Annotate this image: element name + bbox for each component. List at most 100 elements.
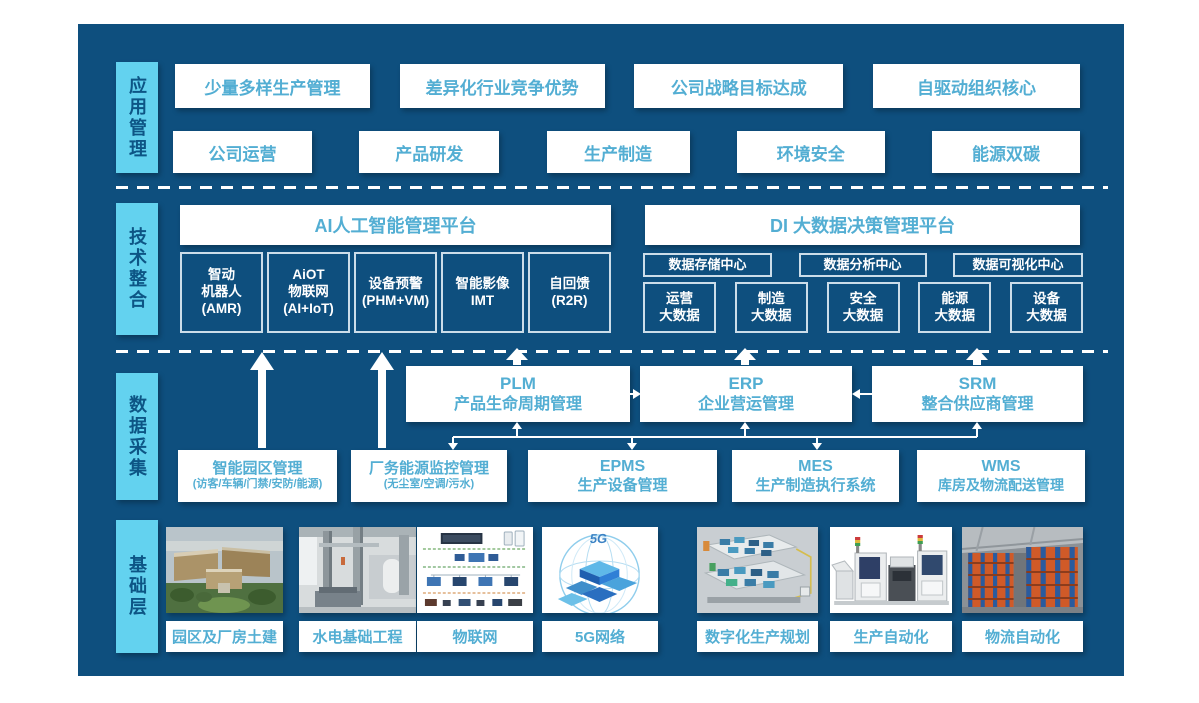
layer-label-base: 基础层 [116, 520, 158, 653]
campus-aerial-photo [166, 527, 283, 613]
di-centers-row: 数据存储中心 数据分析中心 数据可视化中心 [643, 253, 1083, 277]
system-name: 整合供应商管理 [921, 395, 1034, 413]
ai-module-line: 设备预警 [368, 275, 423, 291]
ai-module-line: (R2R) [551, 292, 588, 308]
di-bigdata-box: 安全 大数据 [826, 282, 900, 333]
caption-text: 5G网络 [574, 629, 625, 646]
collector-sub: (无尘室/空调/污水) [383, 478, 475, 491]
app-domain-box: 能源双碳 [932, 131, 1080, 173]
system-code: ERP [728, 374, 764, 394]
ai-modules-row: 智动 机器人 (AMR) AiOT 物联网 (AI+IoT) 设备预警 (PHM… [180, 252, 611, 333]
app-goal-box: 少量多样生产管理 [175, 64, 370, 108]
ai-module-line: (PHM+VM) [361, 292, 430, 308]
ai-module-line: 物联网 [288, 284, 329, 300]
system-name: 产品生命周期管理 [453, 395, 582, 413]
di-bigdata-line: 制造 [757, 290, 785, 306]
ai-module-line: (AI+IoT) [283, 300, 334, 316]
up-arrow-facility [370, 352, 394, 448]
caption-text: 水电基础工程 [312, 629, 403, 646]
collector-sub: (访客/车辆/门禁/安防/能源) [192, 478, 323, 491]
di-platform-title: DI 大数据决策管理平台 [769, 216, 955, 236]
layer-label-text: 技术整合 [127, 227, 147, 311]
5g-dome-render: 5G [542, 527, 658, 613]
base-tile: 水电基础工程 [299, 527, 416, 652]
di-bigdata-line: 大数据 [659, 307, 700, 323]
base-tiles-row: 园区及厂房土建 [166, 527, 1083, 676]
layer-label-text: 数据采集 [127, 394, 147, 479]
up-arrow-smart-park [250, 352, 274, 448]
app-goals-row: 少量多样生产管理 差异化行业竞争优势 公司战略目标达成 自驱动组织核心 [175, 64, 1080, 108]
di-bigdata-box: 设备 大数据 [1010, 282, 1083, 333]
di-bigdata-line: 大数据 [1026, 307, 1067, 323]
collector-name: 智能园区管理 [212, 460, 303, 478]
ai-module-box: 智动 机器人 (AMR) [180, 252, 263, 333]
system-code: MES [798, 457, 833, 475]
di-center-box: 数据存储中心 [643, 253, 772, 277]
di-bigdata-box: 能源 大数据 [918, 282, 992, 333]
ai-module-line: AiOT [292, 267, 325, 283]
app-domain-label: 公司运营 [208, 144, 277, 164]
arrowhead-srm-to-erp [852, 389, 860, 399]
erp-box: ERP 企业营运管理 [640, 366, 852, 422]
app-domain-box: 产品研发 [359, 131, 500, 173]
app-domain-box: 环境安全 [736, 131, 885, 173]
smart-park-box: 智能园区管理 (访客/车辆/门禁/安防/能源) [178, 450, 337, 502]
warehouse-racks-photo [962, 527, 1083, 613]
layer-separator-dashed [116, 186, 1108, 189]
di-center-label: 数据分析中心 [823, 256, 902, 272]
caption-text: 园区及厂房土建 [171, 629, 277, 646]
base-tile: 物联网 [417, 527, 533, 652]
arrowhead-to-mes [812, 443, 822, 450]
layer-label-application: 应用管理 [116, 62, 158, 173]
system-code: EPMS [599, 457, 646, 475]
di-bigdata-row: 运营 大数据 制造 大数据 安全 大数据 能源 大数据 设备 大数据 [643, 282, 1083, 333]
di-bigdata-line: 能源 [941, 290, 969, 306]
ai-module-box: AiOT 物联网 (AI+IoT) [267, 252, 350, 333]
app-goal-label: 公司战略目标达成 [670, 78, 807, 98]
system-code: SRM [958, 374, 997, 394]
svg-text:5G: 5G [589, 531, 608, 546]
app-domain-label: 环境安全 [776, 144, 845, 164]
di-bigdata-line: 大数据 [934, 307, 976, 323]
base-tile-caption: 5G网络 [542, 621, 658, 652]
collector-name: 厂务能源监控管理 [368, 460, 489, 478]
system-code: WMS [981, 458, 1021, 476]
base-tile-caption: 物联网 [417, 621, 533, 652]
base-tile: 数字化生产规划 [697, 527, 818, 652]
layer-label-technology: 技术整合 [116, 203, 158, 335]
di-platform-header: DI 大数据决策管理平台 [645, 205, 1080, 245]
app-domain-label: 生产制造 [584, 144, 652, 164]
di-bigdata-box: 运营 大数据 [643, 282, 716, 333]
layer-label-text: 基础层 [127, 555, 147, 618]
ai-module-line: 智能影像 [455, 275, 510, 291]
base-tile: 5G 5G网络 [542, 527, 658, 652]
system-name: 企业营运管理 [697, 395, 794, 413]
caption-text: 物联网 [452, 629, 498, 646]
ai-module-box: 智能影像 IMT [441, 252, 524, 333]
app-goal-label: 自驱动组织核心 [916, 78, 1036, 98]
base-tile-caption: 数字化生产规划 [697, 621, 818, 652]
arrowhead-to-srm [972, 422, 982, 429]
di-bigdata-line: 大数据 [842, 307, 884, 323]
base-tile-caption: 水电基础工程 [299, 621, 416, 652]
di-center-box: 数据可视化中心 [953, 253, 1083, 277]
iot-topology-diagram [417, 527, 533, 613]
system-name: 库房及物流配送管理 [938, 477, 1064, 494]
layer-label-text: 应用管理 [127, 75, 147, 160]
base-tile-caption: 园区及厂房土建 [166, 621, 283, 652]
base-tile-caption: 生产自动化 [830, 621, 952, 652]
di-center-box: 数据分析中心 [798, 253, 927, 277]
app-domain-box: 生产制造 [546, 131, 690, 173]
ai-module-line: 自回馈 [549, 275, 590, 291]
arrowhead-to-epms [627, 443, 637, 450]
app-goal-box: 公司战略目标达成 [634, 64, 844, 108]
di-center-label: 数据存储中心 [668, 256, 747, 272]
base-tile: 园区及厂房土建 [166, 527, 283, 652]
plm-box: PLM 产品生命周期管理 [406, 366, 630, 422]
ai-module-line: (AMR) [201, 300, 242, 316]
app-domains-row: 公司运营 产品研发 生产制造 环境安全 能源双碳 [173, 131, 1080, 173]
di-bigdata-line: 运营 [666, 290, 693, 306]
base-tile: 生产自动化 [830, 527, 952, 652]
di-bigdata-line: 设备 [1033, 290, 1060, 306]
ai-module-line: 机器人 [201, 284, 242, 300]
